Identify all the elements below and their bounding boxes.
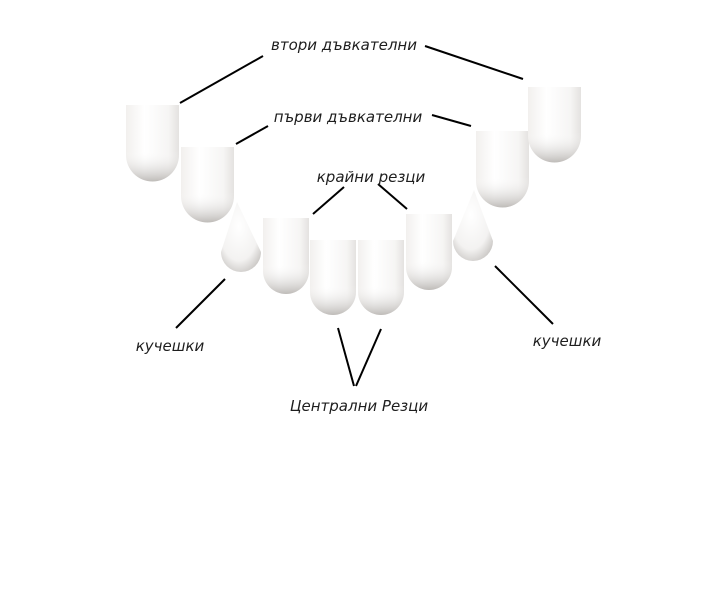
label-canines-right: кучешки xyxy=(533,332,602,350)
label-canines-left: кучешки xyxy=(136,337,205,355)
label-lateral-incisors: крайни резци xyxy=(317,168,426,186)
left-first-molar xyxy=(181,147,234,223)
leader-lateral-incisor-right xyxy=(377,183,408,210)
label-second-molars: втори дъвкателни xyxy=(271,36,417,54)
right-lateral-incisor xyxy=(406,214,452,290)
leader-lines xyxy=(175,45,554,387)
leader-central-incisor-right xyxy=(355,328,382,387)
labels: втори дъвкателни първи дъвкателни крайни… xyxy=(136,36,602,415)
leader-lateral-incisor-left xyxy=(312,186,345,215)
leader-first-molar-right xyxy=(431,114,472,127)
right-canine xyxy=(453,190,493,261)
leader-canine-right xyxy=(494,265,554,325)
label-first-molars: първи дъвкателни xyxy=(274,108,423,126)
leader-central-incisor-left xyxy=(337,327,355,387)
leader-canine-left xyxy=(175,278,226,329)
right-first-molar xyxy=(476,131,529,208)
leader-second-molar-left xyxy=(179,55,264,104)
leader-second-molar-right xyxy=(424,45,524,80)
leader-first-molar-left xyxy=(235,125,269,145)
left-lateral-incisor xyxy=(263,218,309,294)
left-second-molar xyxy=(126,105,179,182)
right-second-molar xyxy=(528,87,581,163)
label-central-incisors: Централни Резци xyxy=(290,397,429,415)
left-canine xyxy=(221,202,261,272)
teeth xyxy=(126,87,581,315)
left-central-incisor xyxy=(310,240,356,315)
right-central-incisor xyxy=(358,240,404,315)
